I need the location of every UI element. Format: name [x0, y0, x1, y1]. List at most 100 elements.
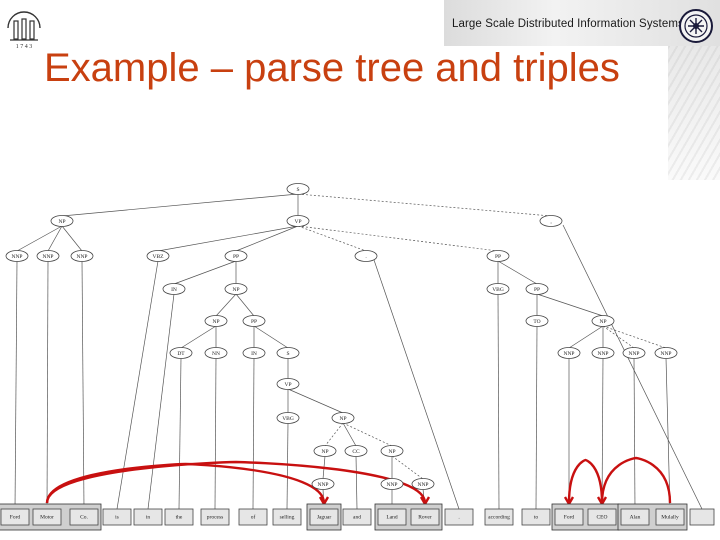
node-label: , [550, 219, 552, 225]
tree-edge [215, 293, 237, 317]
tree-edge [391, 455, 424, 480]
word-label: Ford [564, 514, 575, 520]
node-label: S [296, 187, 299, 193]
node-label: . [365, 254, 367, 260]
tree-edge [536, 293, 604, 317]
node-label: NNP [563, 351, 574, 357]
tree-node: PP [224, 250, 248, 262]
tree-node: PP [242, 315, 266, 327]
leaf-edge [665, 357, 671, 510]
tree-edge [61, 193, 299, 217]
node-label: NP [599, 319, 606, 325]
word-label: Motor [40, 514, 54, 520]
course-banner: Large Scale Distributed Information Syst… [444, 0, 720, 46]
word-label: the [176, 514, 183, 520]
tree-node: IN [162, 283, 186, 295]
tree-node: NP [224, 283, 248, 295]
node-label: NP [339, 416, 346, 422]
word-leaf: is [102, 508, 132, 526]
word-leaf: Rover [410, 508, 440, 526]
node-label: PP [251, 319, 257, 325]
tree-node: NNP [5, 250, 29, 262]
tree-edge [47, 225, 63, 252]
word-leaf: process [200, 508, 230, 526]
word-label: Rover [418, 514, 432, 520]
tree-node: NNP [622, 347, 646, 359]
node-label: CC [352, 449, 360, 455]
node-label: NNP [628, 351, 639, 357]
node-label: DT [177, 351, 185, 357]
node-label: PP [534, 287, 540, 293]
leaf-edge [535, 325, 538, 510]
tree-node: CC [344, 445, 368, 457]
word-leaf: Jaguar [309, 508, 339, 526]
tree-edge [235, 293, 255, 317]
node-label: IN [171, 287, 177, 293]
tree-node: PP [525, 283, 549, 295]
node-label: NNP [11, 254, 22, 260]
word-label: CEO [597, 514, 608, 520]
tree-node: VP [286, 215, 310, 227]
node-label: NNP [660, 351, 671, 357]
relation-arc [600, 456, 672, 504]
tree-node: NNP [70, 250, 94, 262]
tree-edge [61, 225, 83, 252]
leaf-edge [81, 260, 85, 510]
tree-node: VBG [276, 412, 300, 424]
tree-node: NP [50, 215, 74, 227]
tree-node: VBZ [146, 250, 170, 262]
node-label: PP [495, 254, 501, 260]
word-leaf: Ford [554, 508, 584, 526]
leaf-edge [116, 260, 159, 510]
node-label: VBG [282, 416, 294, 422]
leaf-edge [562, 224, 703, 510]
tree-node: PP [486, 250, 510, 262]
leaf-edge [355, 455, 358, 510]
node-label: TO [533, 319, 540, 325]
word-leaf: and [342, 508, 372, 526]
word-leaf: Co. [69, 508, 99, 526]
node-label: NP [58, 219, 65, 225]
tree-node: NN [204, 347, 228, 359]
leaf-edge [147, 293, 175, 510]
tree-edge [497, 260, 538, 285]
word-leaf: of [238, 508, 268, 526]
university-logo: 1 7 4 3 [7, 11, 41, 50]
tree-node: NNP [311, 478, 335, 490]
node-label: NN [212, 351, 220, 357]
tree-node: NNP [411, 478, 435, 490]
tree-edge [297, 193, 552, 217]
node-label: NP [388, 449, 395, 455]
node-label: PP [233, 254, 239, 260]
tree-edge [602, 325, 667, 349]
leaf-edge [286, 422, 289, 510]
relation-arc [45, 462, 326, 504]
node-label: VBZ [153, 254, 165, 260]
tree-edge [568, 325, 604, 349]
word-label: Alan [630, 514, 641, 520]
word-leaf: to [521, 508, 551, 526]
tree-edge [342, 422, 357, 447]
tree-edge [342, 422, 393, 447]
leaf-edge [46, 260, 49, 510]
relation-arc [567, 458, 604, 504]
word-label: Jaguar [317, 514, 332, 520]
empty-leaf [689, 508, 715, 526]
tree-node: NNP [380, 478, 404, 490]
node-label: NNP [597, 351, 608, 357]
decorative-strip [668, 46, 720, 180]
word-label: according [488, 514, 510, 520]
leaf-edge [373, 259, 460, 510]
word-label: and [353, 514, 361, 520]
tree-node: TO [525, 315, 549, 327]
relation-arc [45, 460, 427, 504]
leaf-edge [601, 357, 604, 510]
word-label: is [115, 514, 119, 520]
node-label: VBG [492, 287, 504, 293]
node-label: S [286, 351, 289, 357]
word-leaf: CEO [587, 508, 617, 526]
tree-node: S [286, 183, 310, 195]
word-leaf: Mulally [655, 508, 685, 526]
tree-edge [157, 225, 299, 252]
node-label: NNP [317, 482, 328, 488]
